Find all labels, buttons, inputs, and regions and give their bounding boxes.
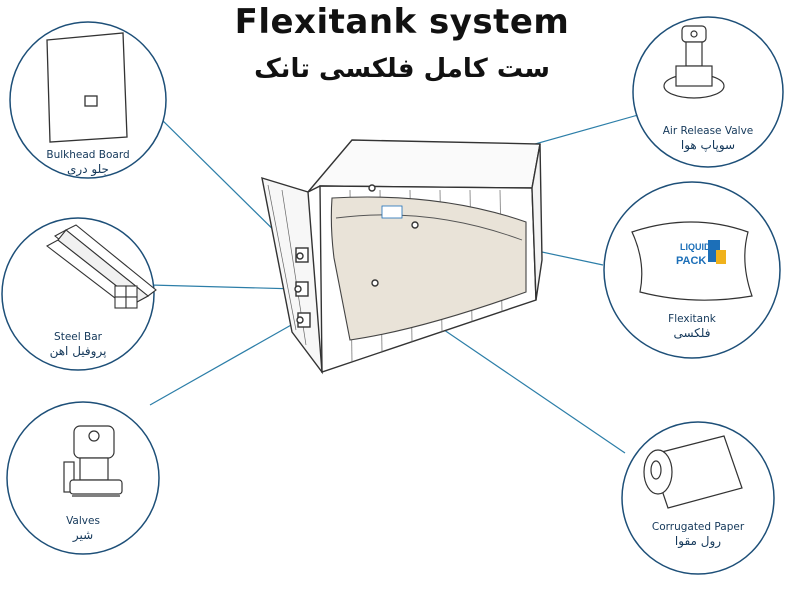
label-steel-bar: Steel Bar پروفیل اهن [3,330,153,358]
valve-icon [63,425,123,497]
shipping-container [261,139,543,375]
page-title-fa: ست کامل فلکسی تانک [254,54,550,84]
label-steel-bar-en: Steel Bar [54,331,102,343]
logo-line1: LIQUID [680,242,711,252]
label-flexitank-fa: فلکسی [673,326,711,340]
label-bulkhead-board-en: Bulkhead Board [46,149,130,161]
leader-steel-bar [149,284,299,290]
paper-roll-icon [643,435,743,509]
label-flexitank-en: Flexitank [668,313,716,325]
label-air-release-valve: Air Release Valve سوپاپ هوا [633,124,783,152]
page-title: Flexitank system [234,2,570,42]
board-icon [46,32,128,143]
label-corrugated-paper-fa: رول مقوا [674,534,722,548]
label-corrugated-paper-en: Corrugated Paper [651,521,745,533]
steel-bars-icon [45,224,157,309]
air-valve-icon [663,25,725,99]
label-valves: Valves شیر [8,514,158,542]
label-bulkhead-board: Bulkhead Board جلو دری [13,148,163,176]
label-valves-fa: شیر [72,528,94,542]
leader-valves [149,319,301,406]
label-air-release-valve-fa: سوپاپ هوا [680,138,736,152]
circle-steel-bar [1,217,155,371]
flexitank-bag-icon: LIQUID PACK [631,221,753,301]
label-corrugated-paper: Corrugated Paper رول مقوا [623,520,773,548]
logo-line2: PACK [676,255,706,267]
label-bulkhead-board-fa: جلو دری [67,162,109,176]
label-steel-bar-fa: پروفیل اهن [49,344,107,358]
label-flexitank: Flexitank فلکسی [617,312,767,340]
label-air-release-valve-en: Air Release Valve [662,125,754,137]
label-valves-en: Valves [66,515,100,527]
